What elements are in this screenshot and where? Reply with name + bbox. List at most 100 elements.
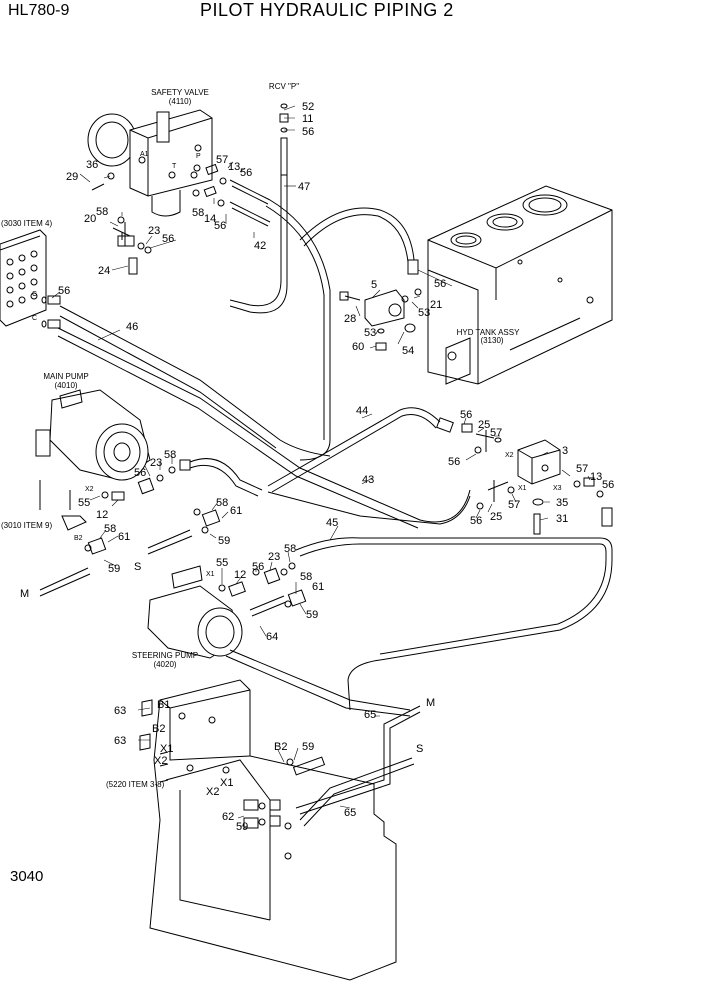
page-title: PILOT HYDRAULIC PIPING 2 [200,0,454,20]
callout: 46 [126,321,138,333]
callout-numbers: 52 11 56 47 57 13 56 36 29 58 14 56 42 2… [58,101,614,833]
hyd-tank-label: HYD TANK ASSY [457,328,521,337]
line-m-right: M [426,697,435,709]
callout: 13 [228,161,240,173]
valve-block-3 [461,423,604,535]
callout: 56 [602,479,614,491]
callout: 56 [162,233,174,245]
port-b2-lower: B2 [274,741,287,753]
callout: 58 [164,449,176,461]
port-x1-frame: X1 [160,743,173,755]
port-x2-frame: X2 [154,755,167,767]
callout: 63 [114,705,126,717]
callout: 58 [192,207,204,219]
steering-pump-label: STEERING PUMP [132,651,198,660]
reference-3010: (3010 ITEM 9) [1,521,52,530]
callout: 59 [108,563,120,575]
callout: 61 [118,531,130,543]
callout: 47 [298,181,310,193]
port-x2-block: X2 [505,452,514,459]
callout: 53 [418,307,430,319]
callout: 61 [312,581,324,593]
model-number: HL780-9 [8,2,70,19]
tank-fitting [339,288,422,351]
callout: 44 [356,405,368,417]
callout: 56 [460,409,472,421]
port-a1: A1 [140,151,149,158]
callout: 28 [344,313,356,325]
callout: 59 [302,741,314,753]
steering-pump [147,562,411,717]
reference-5220: (5220 ITEM 3-8) [106,780,165,789]
callout: 52 [302,101,314,113]
callout: 35 [556,497,568,509]
callout: 56 [302,126,314,138]
callout: 57 [490,427,502,439]
callout: 56 [434,278,446,290]
hose-to-tank [299,207,419,275]
callout: 11 [302,113,313,125]
port-t: T [172,163,177,170]
hose-45 [295,507,613,711]
port-g: C [32,291,37,298]
callout: 58 [96,206,108,218]
callout: 58 [300,571,312,583]
callout: 55 [78,497,90,509]
line-s-left: S [134,561,141,573]
callout: 64 [266,631,278,643]
main-pump-label: MAIN PUMP [43,372,88,381]
steering-pump-code: (4020) [153,660,176,669]
callout: 23 [268,551,280,563]
callout: 58 [216,497,228,509]
safety-valve-fittings [91,163,227,275]
callout: 53 [364,327,376,339]
callout: 65 [364,709,376,721]
callout: 29 [66,171,78,183]
port-b1-frame: B1 [157,699,170,711]
port-b2-main: B2 [74,535,83,542]
callout: 56 [240,167,252,179]
reference-3030: (3030 ITEM 4) [1,219,52,228]
bracket-frame [139,679,397,981]
main-pump [35,389,151,481]
line-m-left: M [20,588,29,600]
safety-valve-code: (4110) [169,97,192,106]
callout: 59 [236,821,248,833]
port-x1-block: X1 [518,485,527,492]
port-x3-block: X3 [553,485,562,492]
callout: 5 [371,279,377,291]
port-p: P [196,153,201,160]
port-c: C [32,315,37,322]
callout: 56 [252,561,264,573]
callout: 25 [478,419,490,431]
callout: 61 [230,505,242,517]
callout: 59 [218,535,230,547]
rcv-label: RCV "P" [269,82,299,91]
page-number: 3040 [10,868,44,885]
m-s-pipes [243,705,421,829]
callout: 57 [576,463,588,475]
callout: 43 [362,474,374,486]
callout: 45 [326,517,338,529]
callout: 62 [222,811,234,823]
callout: 20 [84,213,96,225]
callout: 23 [148,225,160,237]
rcv-p-hose [229,103,289,314]
port-b2-frame: B2 [152,723,165,735]
hose-42 [229,179,331,461]
callout: 36 [86,159,98,171]
callout: 25 [490,511,502,523]
callout: 57 [216,154,228,166]
callout: 14 [204,213,216,225]
callout: 24 [98,265,110,277]
callout: 3 [562,445,568,457]
line-s-right: S [416,743,423,755]
safety-valve [87,109,213,217]
callout: 54 [402,345,414,357]
hose-44 [267,407,454,493]
port-x1-steer: X1 [206,571,215,578]
main-pump-fittings [39,458,263,597]
safety-valve-label: SAFETY VALVE [151,88,209,97]
main-pump-code: (4010) [54,381,77,390]
